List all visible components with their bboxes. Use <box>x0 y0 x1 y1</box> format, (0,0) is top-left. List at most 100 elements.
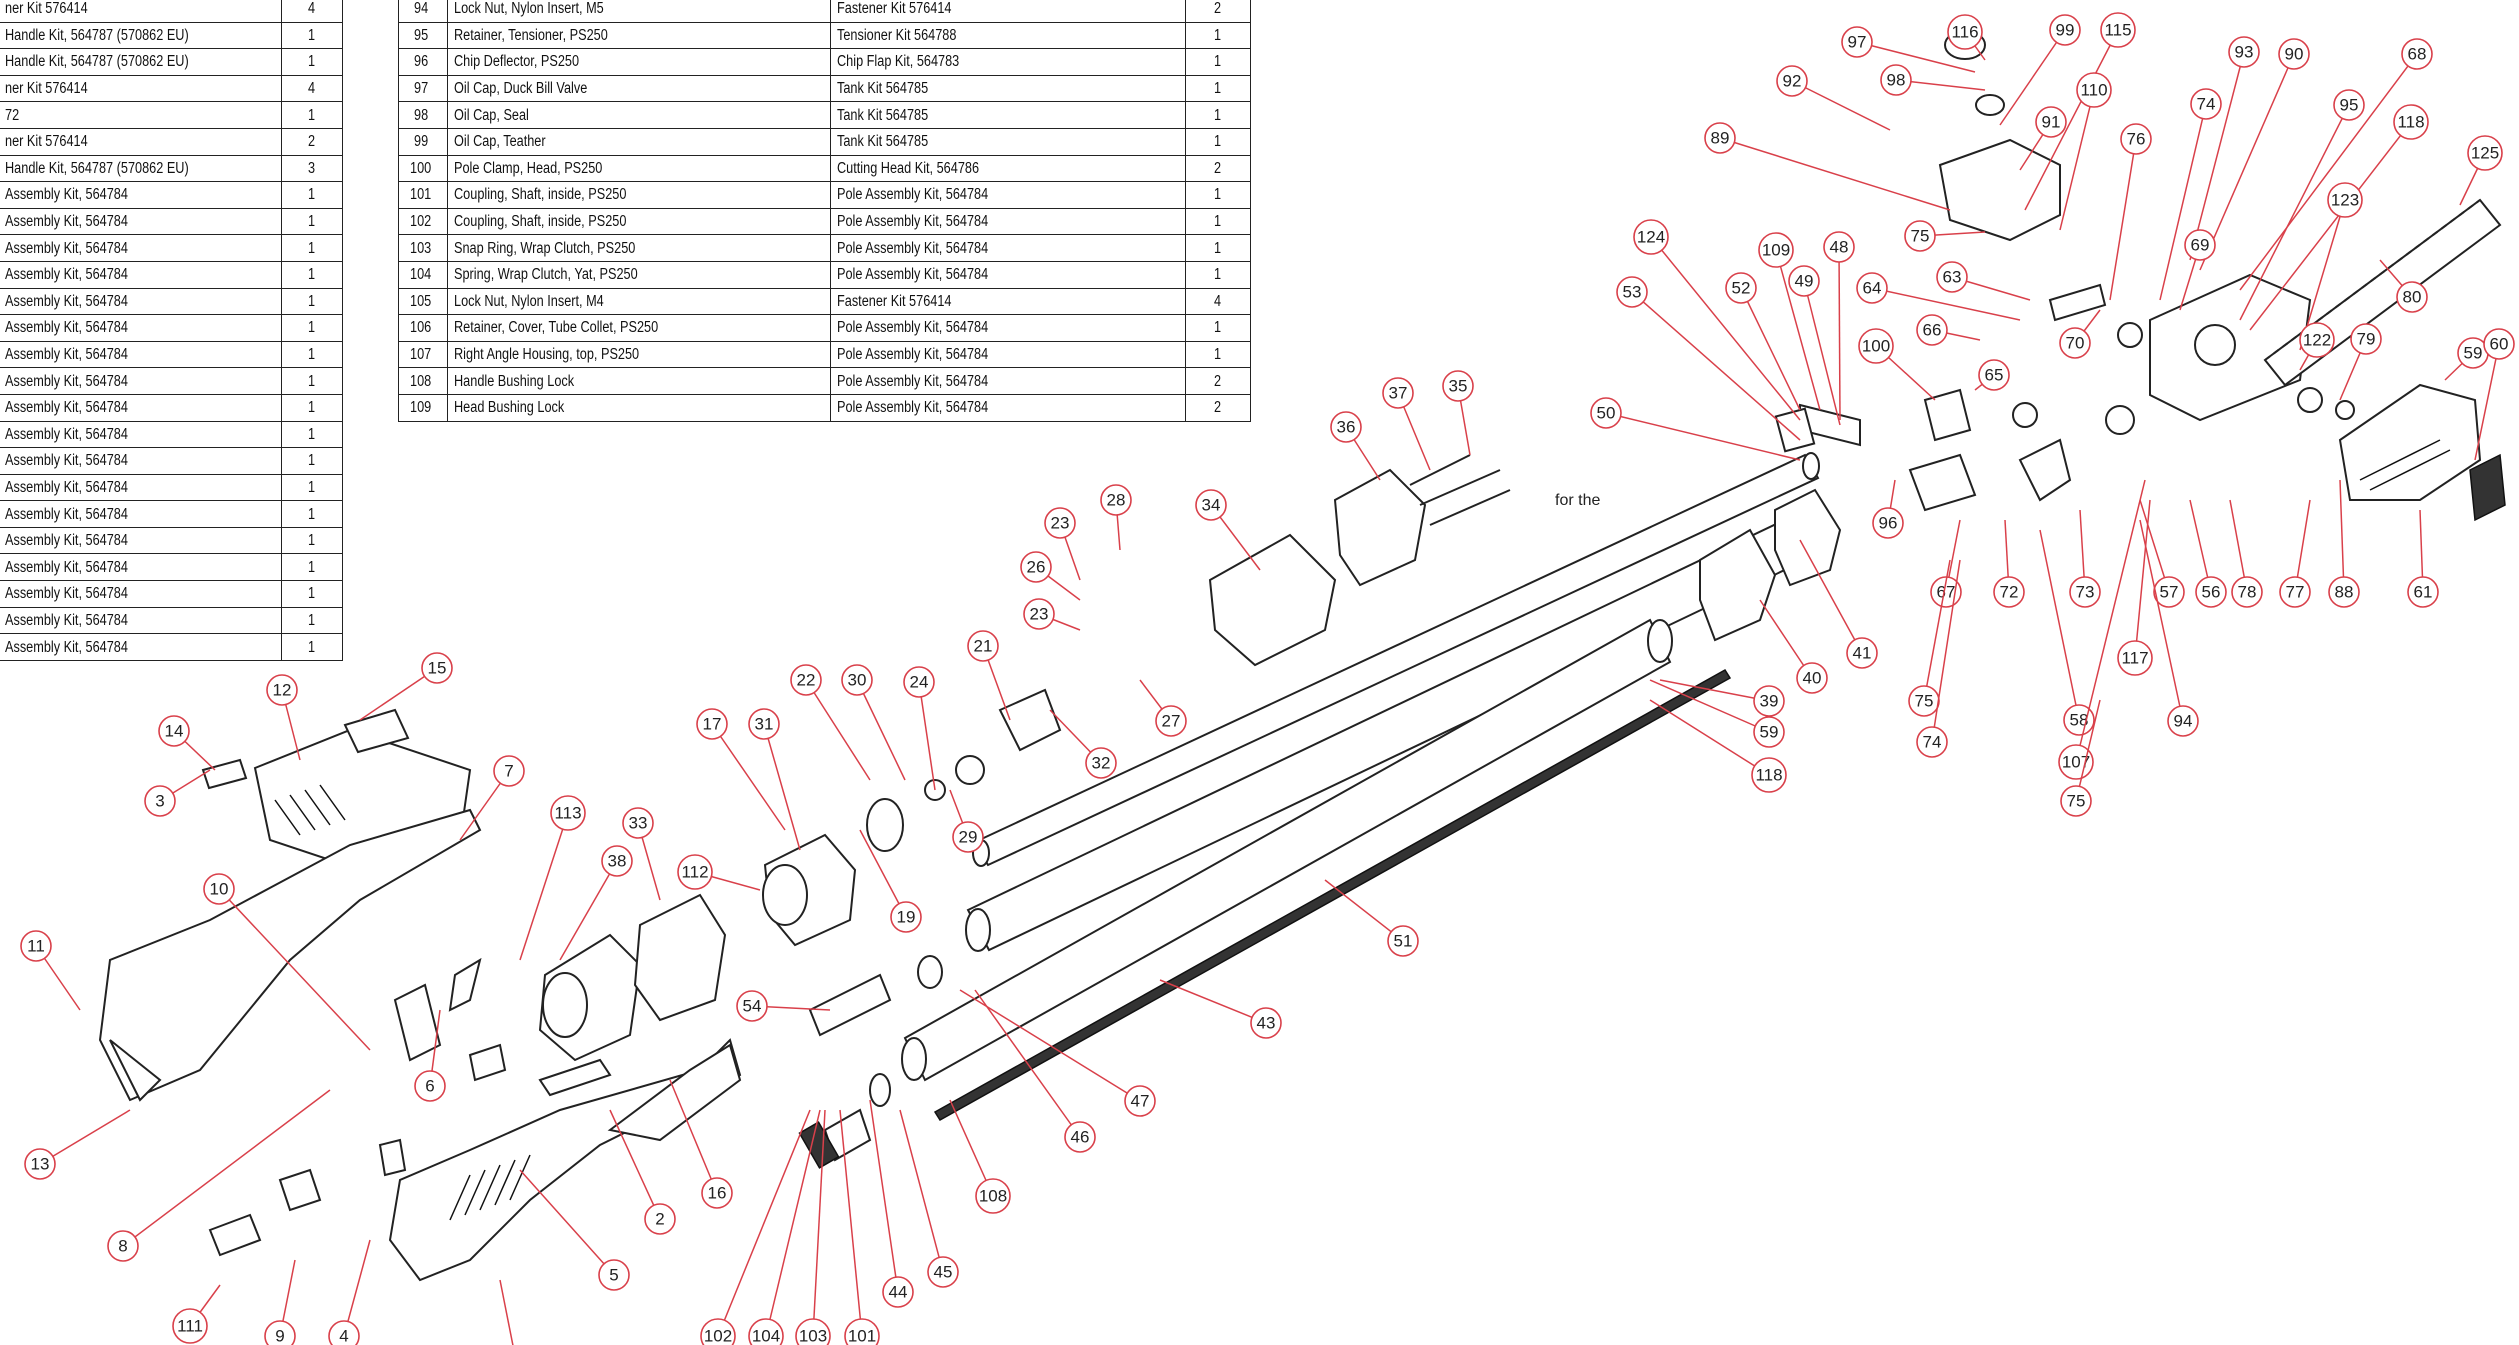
part-qty: 1 <box>281 553 343 582</box>
callout-bubble <box>903 666 935 698</box>
callout-bubble <box>2396 281 2428 313</box>
callout-number: 90 <box>2285 45 2304 64</box>
callout-bubble <box>1124 1085 1156 1117</box>
callout-bubble <box>1947 14 1983 50</box>
gear-head <box>2149 273 2312 422</box>
callout-bubble <box>2063 704 2095 736</box>
callout-bubble <box>844 1318 880 1345</box>
part-kit: Tank Kit 564785 <box>830 74 1186 103</box>
callout-bubble <box>622 807 654 839</box>
callout-bubble <box>1751 757 1787 793</box>
callout-bubble <box>927 1256 959 1288</box>
callout-bubble <box>1788 265 1820 297</box>
part-qty: 2 <box>1185 154 1251 183</box>
callout-bubble <box>414 1070 446 1102</box>
part-kit: Cutting Head Kit, 564786 <box>830 154 1186 183</box>
part-number: 100 <box>398 154 448 183</box>
callout-bubble <box>644 1203 676 1235</box>
callout-number: 60 <box>2490 335 2509 354</box>
part-description: Coupling, Shaft, inside, PS250 <box>447 207 831 236</box>
callout-number: 6 <box>425 1077 434 1096</box>
part-kit: Tank Kit 564785 <box>830 101 1186 129</box>
callout-number: 15 <box>428 659 447 678</box>
callout-bubble <box>748 1318 784 1345</box>
callout-number: 28 <box>1107 491 1126 510</box>
callout-number: 65 <box>1985 366 2004 385</box>
callout-number: 8 <box>118 1237 127 1256</box>
part-qty: 4 <box>1185 287 1251 316</box>
callout-bubble <box>1442 370 1474 402</box>
callout-leader <box>1999 29 2066 126</box>
callout-leader <box>1791 80 1891 131</box>
callout-bubble <box>1020 551 1052 583</box>
callout-bubble <box>1796 662 1828 694</box>
callout-bubble <box>2350 323 2382 355</box>
callout-number: 56 <box>2202 583 2221 602</box>
part-number: 101 <box>398 181 448 209</box>
callout-bubble <box>2060 785 2092 817</box>
callout-number: 103 <box>799 1327 827 1345</box>
callout-number: 33 <box>629 814 648 833</box>
callout-leader <box>499 1279 514 1345</box>
part-description: Assembly Kit, 564784 <box>0 207 282 236</box>
callout-bubble <box>1616 276 1648 308</box>
callout-bubble <box>967 630 999 662</box>
callout-leader <box>805 679 871 781</box>
callout-number: 89 <box>1711 129 1730 148</box>
part-description: Pole Clamp, Head, PS250 <box>447 154 831 183</box>
callout-bubble <box>2076 72 2112 108</box>
callout-number: 5 <box>609 1266 618 1285</box>
callout-number: 74 <box>2197 95 2216 114</box>
callout-number: 61 <box>2414 583 2433 602</box>
callout-leader <box>2249 121 2412 331</box>
callout-number: 77 <box>2286 583 2305 602</box>
callout-leader <box>2139 499 2170 593</box>
callout-bubble <box>2407 576 2439 608</box>
part-qty: 2 <box>281 127 343 156</box>
part-description: Assembly Kit, 564784 <box>0 181 282 209</box>
callout-bubble <box>1758 232 1794 268</box>
callout-number: 100 <box>1862 337 1890 356</box>
callout-bubble <box>144 785 176 817</box>
callout-bubble <box>1590 397 1622 429</box>
callout-number: 23 <box>1030 605 1049 624</box>
callout-leader <box>2039 529 2080 721</box>
callout-leader <box>2024 29 2119 211</box>
callout-number: 63 <box>1943 268 1962 287</box>
callout-bubble <box>2195 576 2227 608</box>
callout-bubble <box>841 664 873 696</box>
callout-bubble <box>1100 484 1132 516</box>
callout-bubble <box>1872 507 1904 539</box>
callout-bubble <box>2100 12 2136 48</box>
callout-leader <box>39 1109 131 1165</box>
callout-number: 109 <box>1762 241 1790 260</box>
part-qty: 1 <box>1185 48 1251 76</box>
part-qty: 1 <box>281 526 343 555</box>
callout-number: 34 <box>1202 496 1221 515</box>
callout-bubble <box>1841 26 1873 58</box>
callout-bubble <box>107 1230 139 1262</box>
part-kit: Chip Flap Kit, 564783 <box>830 48 1186 76</box>
callout-number: 123 <box>2331 191 2359 210</box>
pole-housing-34 <box>1208 533 1337 667</box>
callout-bubble <box>1846 637 1878 669</box>
part-description: Assembly Kit, 564784 <box>0 287 282 316</box>
callout-leader <box>2189 51 2245 261</box>
outer-tube-43 <box>965 513 1818 952</box>
line-art <box>98 30 2506 1282</box>
callout-bubble <box>2278 38 2310 70</box>
part-kit: Fastener Kit 576414 <box>830 287 1186 316</box>
part-qty: 1 <box>281 473 343 502</box>
callout-bubble <box>203 873 235 905</box>
callout-bubble <box>2333 89 2365 121</box>
part-qty: 3 <box>281 154 343 183</box>
